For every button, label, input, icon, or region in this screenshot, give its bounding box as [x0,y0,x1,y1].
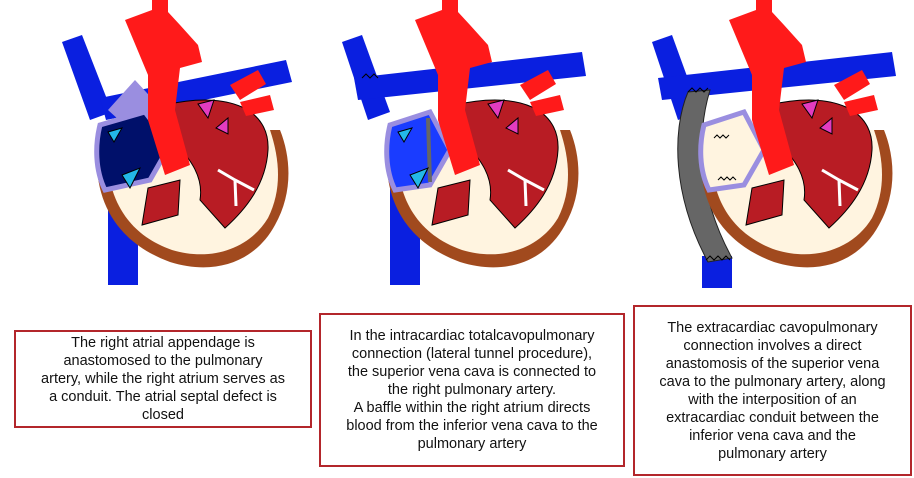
pulmonary-veins-lower [530,95,564,116]
caption-text-3: The extracardiac cavopulmonary connectio… [659,319,885,463]
pulmonary-veins-lower [240,95,274,116]
heart-diagram-extracardiac-conduit [640,0,914,300]
pulmonary-veins-lower [844,95,878,116]
heart-diagram-lateral-tunnel [330,0,600,300]
caption-box-3: The extracardiac cavopulmonary connectio… [633,305,912,476]
heart-diagram-fontan-atriopulmonary [30,0,310,300]
baffle-wall [428,118,430,182]
caption-text-2: In the intracardiac totalcavopulmonary c… [346,327,597,453]
caption-box-1: The right atrial appendage is anastomose… [14,330,312,428]
caption-box-2: In the intracardiac totalcavopulmonary c… [319,313,625,467]
caption-text-1: The right atrial appendage is anastomose… [41,334,285,424]
